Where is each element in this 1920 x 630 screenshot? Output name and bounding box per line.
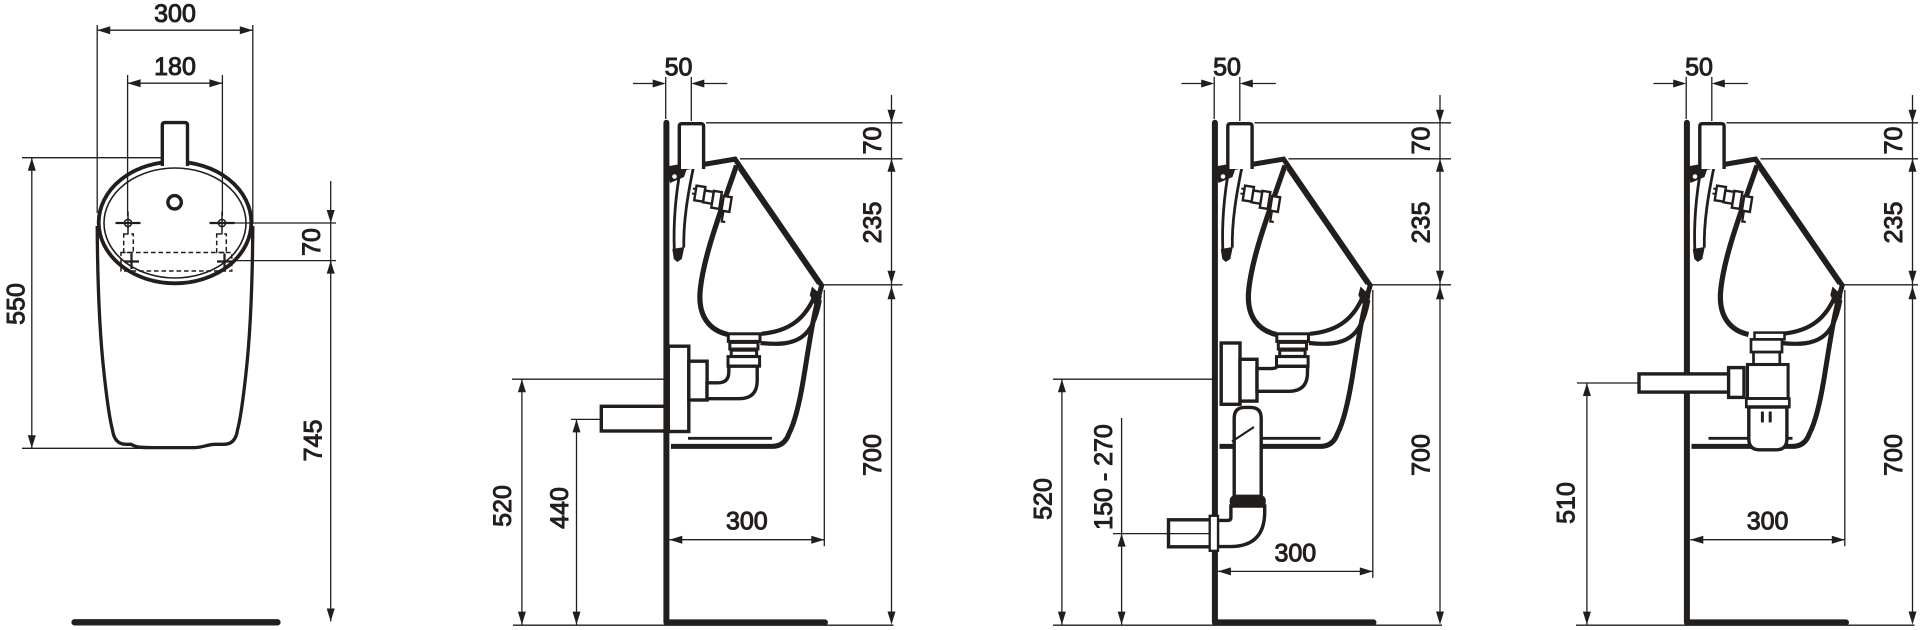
svg-text:745: 745 [299,420,327,462]
svg-text:520: 520 [1030,478,1058,520]
svg-text:520: 520 [489,485,517,527]
svg-text:180: 180 [154,53,196,81]
svg-text:235: 235 [859,202,887,244]
svg-text:70: 70 [859,127,887,155]
svg-text:235: 235 [1880,202,1908,244]
svg-text:70: 70 [1408,127,1436,155]
svg-text:50: 50 [665,54,693,82]
svg-text:235: 235 [1408,202,1436,244]
svg-text:300: 300 [726,508,768,536]
svg-text:50: 50 [1213,54,1241,82]
svg-text:550: 550 [3,283,31,325]
svg-text:440: 440 [546,487,574,529]
svg-text:150 - 270: 150 - 270 [1090,424,1118,530]
svg-text:700: 700 [1408,434,1436,476]
svg-text:50: 50 [1685,54,1713,82]
svg-text:70: 70 [1880,127,1908,155]
svg-text:300: 300 [1274,539,1316,567]
svg-text:300: 300 [1747,508,1789,536]
svg-text:700: 700 [859,434,887,476]
svg-text:510: 510 [1553,482,1581,524]
svg-text:300: 300 [154,0,196,28]
svg-text:700: 700 [1880,434,1908,476]
svg-text:70: 70 [298,228,326,256]
